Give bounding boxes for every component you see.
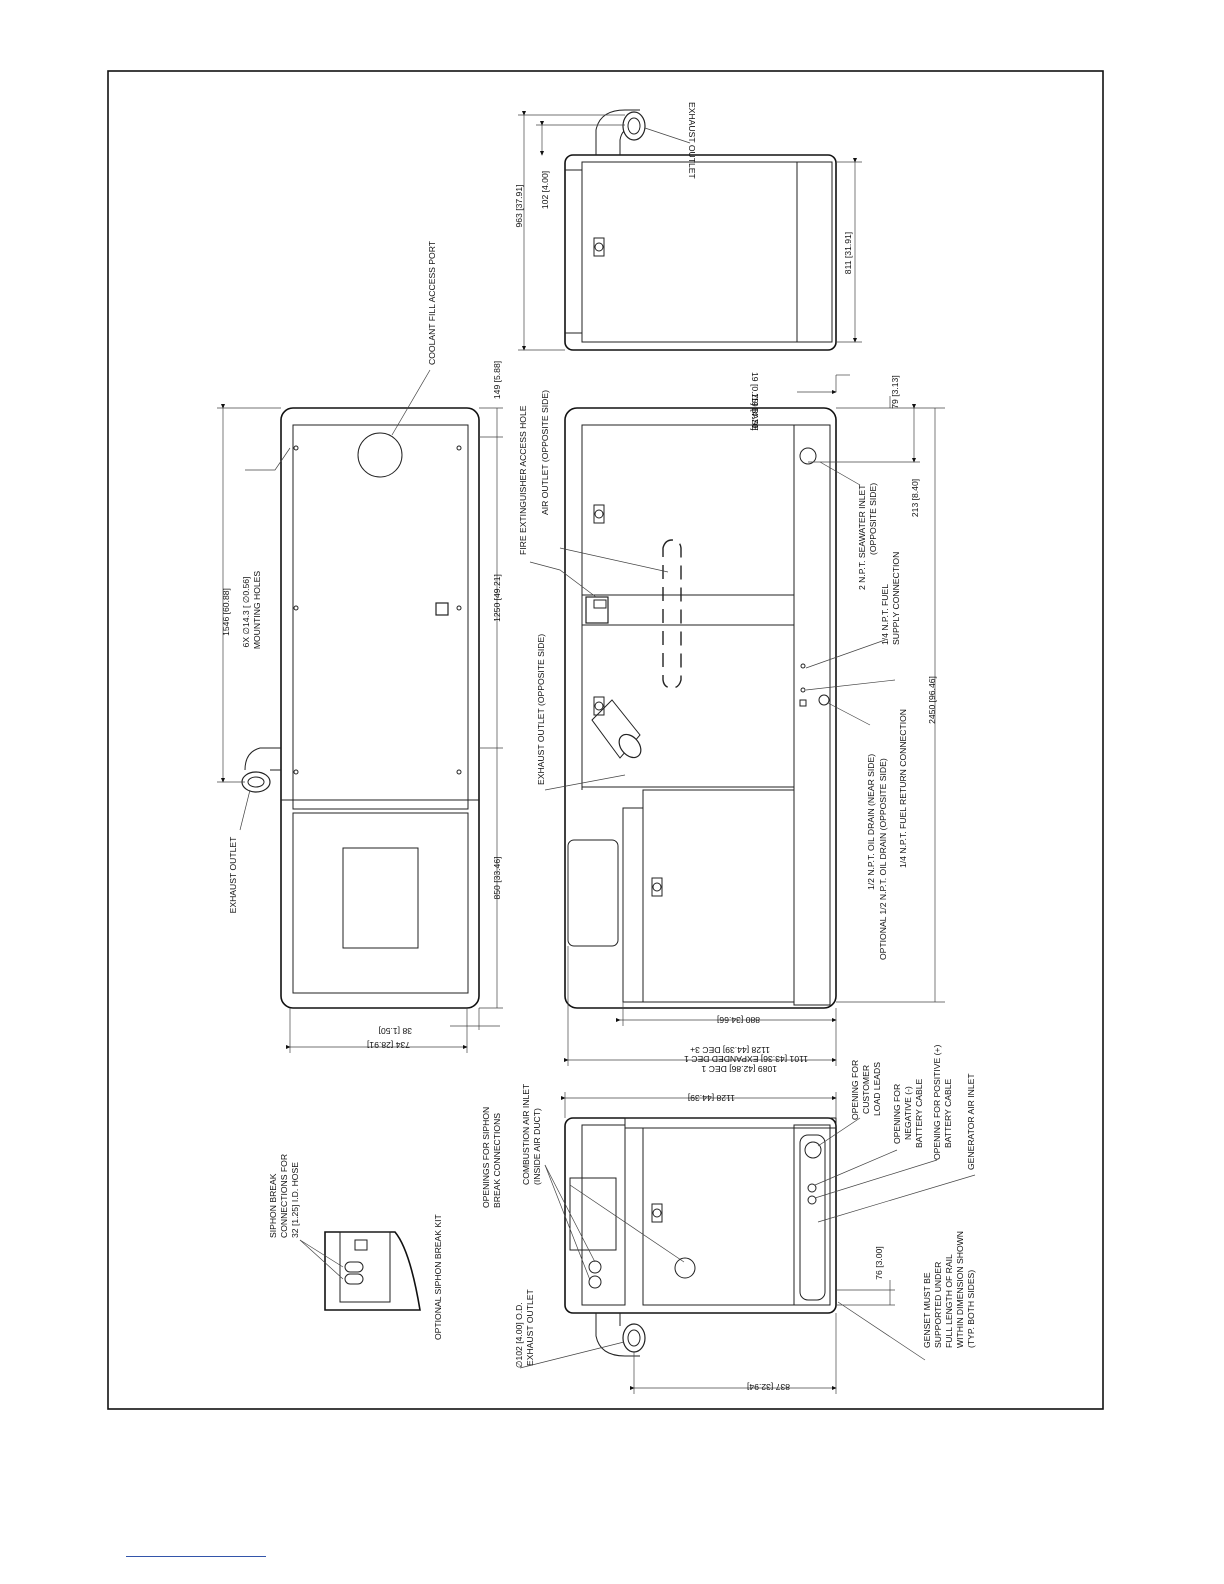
dim-19: 19 [0.75] BASE [750, 372, 760, 431]
label-combustion-1: COMBUSTION AIR INLET [521, 1083, 531, 1185]
dim-1089: 1089 [42.86] DEC 1 [701, 1064, 777, 1074]
label-support-4: WITHIN DIMENSION SHOWN [955, 1231, 965, 1348]
label-openings-siphon-1: OPENINGS FOR SIPHON [481, 1107, 491, 1208]
dim-79: 79 [3.13] [890, 375, 900, 408]
label-seawater-1: 2 N.P.T. SEAWATER INLET [857, 484, 867, 590]
label-fuel-supply-1: 1/4 N.P.T. FUEL [880, 584, 890, 645]
dim-102: 102 [4.00] [540, 171, 550, 209]
label-siphon-1: SIPHON BREAK [268, 1173, 278, 1238]
label-support-2: SUPPORTED UNDER [933, 1262, 943, 1348]
side-view [529, 374, 945, 1066]
label-customer-1: OPENING FOR [850, 1060, 860, 1120]
dim-76: 76 [3.00] [874, 1246, 884, 1279]
label-fire-ext: FIRE EXTINGUISHER ACCESS HOLE [518, 405, 528, 555]
label-exhaust-od-1: ∅102 [4.00] O.D. [514, 1302, 524, 1368]
label-neg-2: NEGATIVE (-) [903, 1086, 913, 1140]
label-oil-drain-1: 1/2 N.P.T. OIL DRAIN (NEAR SIDE) [866, 754, 876, 890]
label-siphon-title: OPTIONAL SIPHON BREAK KIT [433, 1213, 443, 1340]
label-pos-2: BATTERY CABLE [943, 1078, 953, 1148]
label-exhaust-outlet-left: EXHAUST OUTLET [228, 836, 238, 913]
label-gen-air: GENERATOR AIR INLET [966, 1073, 976, 1170]
dim-1101: 1101 [43.36] EXPANDED DEC 1 [684, 1054, 808, 1064]
exhaust-outlet-icon [622, 1323, 646, 1353]
end-view-top [518, 109, 862, 351]
dim-1546: 1546 [60.88] [221, 588, 231, 636]
siphon-break-kit [299, 1231, 421, 1311]
dim-850: 850 [33.46] [492, 856, 502, 899]
label-support-3: FULL LENGTH OF RAIL [944, 1254, 954, 1348]
top-view [217, 369, 503, 1053]
label-exhaust-opposite: EXHAUST OUTLET (OPPOSITE SIDE) [536, 634, 546, 785]
label-siphon-2: CONNECTIONS FOR [279, 1154, 289, 1238]
dim-213: 213 [8.40] [910, 479, 920, 517]
dim-149: 149 [5.88] [492, 361, 502, 399]
label-neg-3: BATTERY CABLE [914, 1078, 924, 1148]
label-combustion-2: (INSIDE AIR DUCT) [532, 1108, 542, 1185]
label-customer-3: LOAD LEADS [872, 1062, 882, 1116]
label-mounting-holes-2: MOUNTING HOLES [252, 571, 262, 650]
label-customer-2: CUSTOMER [861, 1065, 871, 1114]
dim-1128b: 1128 [44.39] [688, 1093, 735, 1103]
footer-rule [126, 1556, 266, 1557]
label-support-1: GENSET MUST BE [922, 1272, 932, 1348]
exhaust-outlet-icon [622, 111, 646, 141]
label-mounting-holes-1: 6X ∅14.3 [ ∅0.56] [241, 577, 251, 648]
label-support-5: (TYP. BOTH SIDES) [966, 1270, 976, 1348]
label-oil-drain-2: OPTIONAL 1/2 N.P.T. OIL DRAIN (OPPOSITE … [878, 758, 888, 960]
dim-811: 811 [31.91] [843, 232, 853, 274]
label-air-outlet: AIR OUTLET (OPPOSITE SIDE) [540, 390, 550, 515]
dim-38: 38 [1.50] [379, 1026, 412, 1036]
label-exhaust-od-2: EXHAUST OUTLET [525, 1289, 535, 1366]
front-view [519, 1092, 976, 1394]
exhaust-outlet-icon [241, 771, 271, 793]
label-pos-1: OPENING FOR POSITIVE (+) [932, 1045, 942, 1160]
drawing-border [107, 70, 1104, 1410]
label-siphon-3: 32 [1.25] I.D. HOSE [290, 1162, 300, 1238]
label-coolant-fill: COOLANT FILL ACCESS PORT [427, 240, 437, 365]
dim-119: 119 [4.70] [750, 393, 760, 431]
label-seawater-2: (OPPOSITE SIDE) [868, 483, 878, 555]
dim-1250: 1250 [49.21] [492, 574, 502, 622]
dim-1128a: 1128 [44.39] DEC 3+ [690, 1045, 770, 1055]
label-exhaust-outlet-top: EXHAUST OUTLET [687, 102, 697, 179]
dim-963: 963 [37.91] [514, 184, 524, 227]
label-neg-1: OPENING FOR [892, 1084, 902, 1144]
dim-880: 880 [34.66] [717, 1015, 760, 1025]
dim-2450: 2450 [96.46] [927, 676, 937, 724]
dim-734: 734 [28.91] [367, 1040, 410, 1050]
label-fuel-return: 1/4 N.P.T. FUEL RETURN CONNECTION [898, 709, 908, 868]
label-openings-siphon-2: BREAK CONNECTIONS [492, 1113, 502, 1208]
dim-837: 837 [32.94] [747, 1382, 790, 1392]
label-fuel-supply-2: SUPPLY CONNECTION [891, 552, 901, 645]
